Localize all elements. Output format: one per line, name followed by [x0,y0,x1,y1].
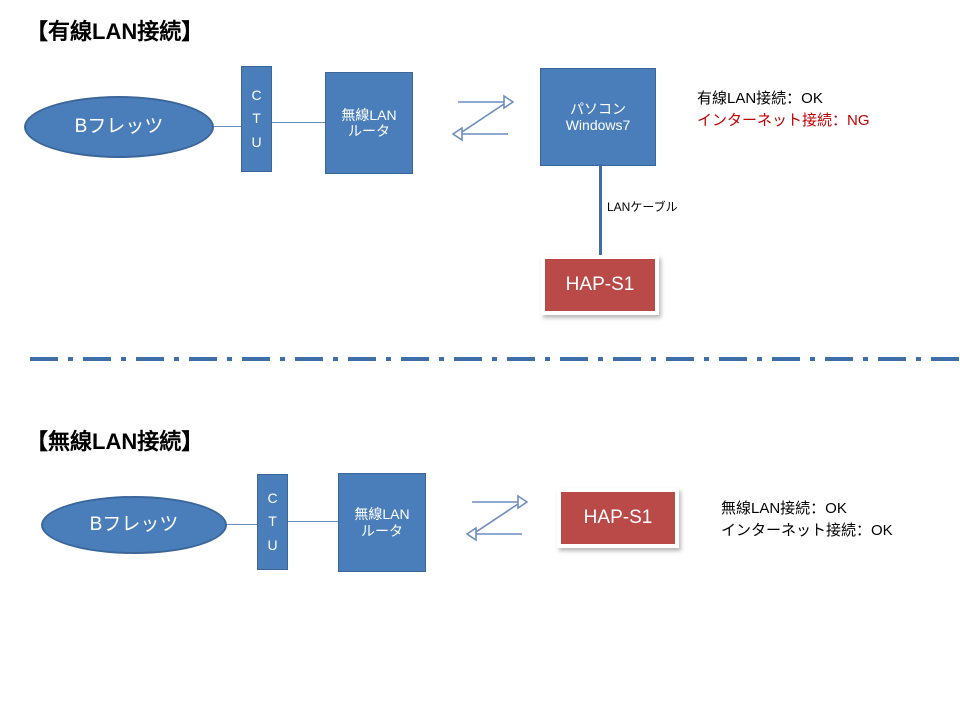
section-divider [30,357,960,361]
node-isp-wireless-label: Bフレッツ [89,514,179,536]
node-ctu-wired-letter-t: T [252,110,261,127]
node-hap-s1-wired-label: HAP-S1 [565,274,635,296]
lan-cable-label: LANケーブル [607,200,678,214]
section-title-wired: 【有線LAN接続】 [26,19,204,44]
node-isp-wired-label: Bフレッツ [74,116,164,138]
node-wireless-router-wireless-label1: 無線LAN [354,506,410,523]
connector-ctu-to-router-wired [271,122,327,123]
node-wireless-router-wired-label1: 無線LAN [341,106,397,123]
status-list-wired: 有線LAN接続：OK インターネット接続：NG [697,88,870,132]
status-badge-wireless-lan: 無線LAN接続：OK [721,500,847,517]
node-hap-s1-wireless[interactable]: HAP-S1 [557,488,679,548]
bidirectional-arrow-icon-wireless [465,492,529,549]
status-badge-wired-internet: インターネット接続：NG [697,111,870,129]
connector-lan-cable [599,164,602,258]
node-isp-wired[interactable]: Bフレッツ [24,96,214,158]
node-wireless-router-wired[interactable]: 無線LAN ルータ [325,72,413,174]
connector-isp-to-ctu-wired [213,126,243,127]
node-wireless-router-wireless[interactable]: 無線LAN ルータ [338,473,426,572]
node-hap-s1-wireless-label: HAP-S1 [583,507,653,529]
node-ctu-wired-letter-u: U [251,133,262,150]
node-ctu-wired[interactable]: C T U [241,66,272,172]
node-pc-wired-label1: パソコン [570,100,626,117]
node-ctu-wireless-letter-t: T [268,513,277,530]
status-badge-wireless-internet: インターネット接続：OK [721,521,893,539]
bidirectional-arrow-icon-wired [451,92,515,149]
connector-isp-to-ctu-wireless [226,524,258,525]
node-wireless-router-wired-label2: ルータ [347,123,390,139]
node-pc-wired-label2: Windows7 [565,117,631,133]
status-list-wireless: 無線LAN接続：OK インターネット接続：OK [721,498,893,542]
node-ctu-wireless[interactable]: C T U [257,474,288,570]
node-wireless-router-wireless-label2: ルータ [360,522,403,539]
node-pc-wired[interactable]: パソコン Windows7 [540,68,656,166]
node-ctu-wireless-letter-u: U [267,536,278,553]
node-ctu-wireless-letter-c: C [267,490,278,507]
node-ctu-wired-letter-c: C [251,87,262,104]
status-badge-wired-lan: 有線LAN接続：OK [697,90,823,107]
node-isp-wireless[interactable]: Bフレッツ [41,496,227,554]
node-hap-s1-wired[interactable]: HAP-S1 [541,255,659,315]
section-title-wireless: 【無線LAN接続】 [26,429,204,454]
connector-ctu-to-router-wireless [287,521,340,522]
